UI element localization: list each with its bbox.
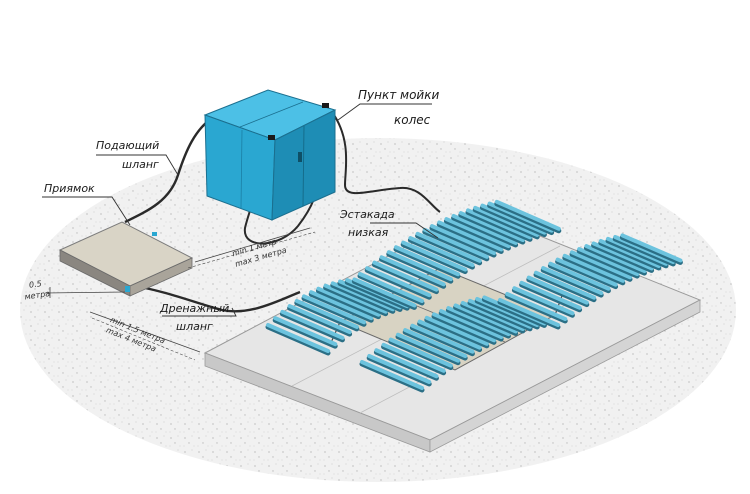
roller-group-lower-left	[359, 295, 547, 393]
roller	[430, 224, 496, 256]
roller	[388, 337, 453, 368]
roller	[562, 253, 625, 283]
dimension-lines	[44, 227, 316, 361]
wash-unit-label: Пункт мойки	[358, 88, 439, 102]
roller	[374, 348, 439, 379]
roller	[316, 286, 381, 317]
sump-label: Приямок	[44, 182, 95, 195]
roller	[367, 353, 432, 384]
sump-box	[58, 221, 194, 297]
roller	[401, 240, 468, 272]
roller	[352, 277, 417, 308]
roller	[437, 220, 504, 252]
leader-lines	[42, 103, 439, 317]
overpass-label-2: низкая	[348, 226, 389, 239]
roller	[468, 298, 532, 329]
roller-group-upper-left	[265, 277, 417, 356]
roller	[410, 323, 475, 354]
roller	[360, 360, 424, 390]
drain-hose-label: Дренажный	[159, 302, 229, 315]
roller	[446, 306, 511, 337]
supply-hose-label: Подающий	[96, 139, 159, 152]
roller	[591, 241, 654, 271]
roller	[330, 281, 395, 312]
roller	[598, 238, 661, 268]
roller-group-lower-right	[497, 233, 683, 330]
roller	[386, 250, 453, 282]
roller	[555, 257, 618, 287]
roller	[396, 332, 460, 363]
roller	[526, 275, 589, 305]
roller	[480, 203, 547, 235]
drain-hose	[129, 283, 301, 313]
roller	[534, 270, 596, 300]
roller	[358, 272, 424, 303]
roller	[487, 201, 554, 233]
roller	[498, 298, 560, 327]
roller	[323, 283, 388, 314]
roller	[584, 244, 647, 274]
roller	[365, 266, 432, 298]
wash-unit-label-2: колес	[394, 113, 431, 127]
roller	[432, 312, 496, 343]
unit-hose-right	[331, 111, 441, 213]
roller	[273, 316, 338, 347]
roller	[379, 255, 446, 287]
roller	[505, 291, 568, 321]
roller-group-upper-right	[357, 199, 562, 306]
roller	[381, 342, 446, 373]
roller	[453, 303, 518, 334]
roller	[309, 290, 374, 321]
roller	[606, 236, 668, 266]
sump-offset-unit: метра	[24, 289, 51, 301]
roller	[415, 231, 482, 263]
roller	[372, 260, 439, 292]
roller	[424, 315, 489, 346]
roller	[266, 323, 330, 353]
roller	[408, 236, 475, 268]
roller	[302, 294, 366, 325]
roller	[577, 247, 640, 277]
roller	[287, 304, 352, 335]
roller	[394, 245, 460, 277]
roller	[417, 319, 482, 350]
roller	[444, 217, 511, 249]
roller	[541, 266, 604, 296]
roller	[458, 211, 525, 243]
roller	[620, 233, 683, 263]
drain-hose-label-2: шланг	[176, 320, 213, 333]
overpass-label: Эстакада	[339, 208, 395, 221]
supply-hose-label-2: шланг	[122, 158, 159, 171]
roller	[466, 208, 532, 240]
roller	[280, 309, 345, 340]
roller	[439, 309, 504, 340]
roller	[460, 300, 525, 331]
wash-unit-cube	[203, 89, 337, 221]
roller	[519, 280, 582, 310]
roller	[473, 205, 540, 237]
roller	[548, 261, 611, 291]
roller	[451, 213, 518, 245]
roller	[494, 199, 561, 231]
roller	[403, 328, 468, 359]
roller	[512, 286, 575, 316]
roller	[294, 298, 359, 329]
roller	[422, 227, 489, 259]
roller	[570, 250, 632, 280]
sump-offset-value: 0.5	[28, 279, 42, 290]
